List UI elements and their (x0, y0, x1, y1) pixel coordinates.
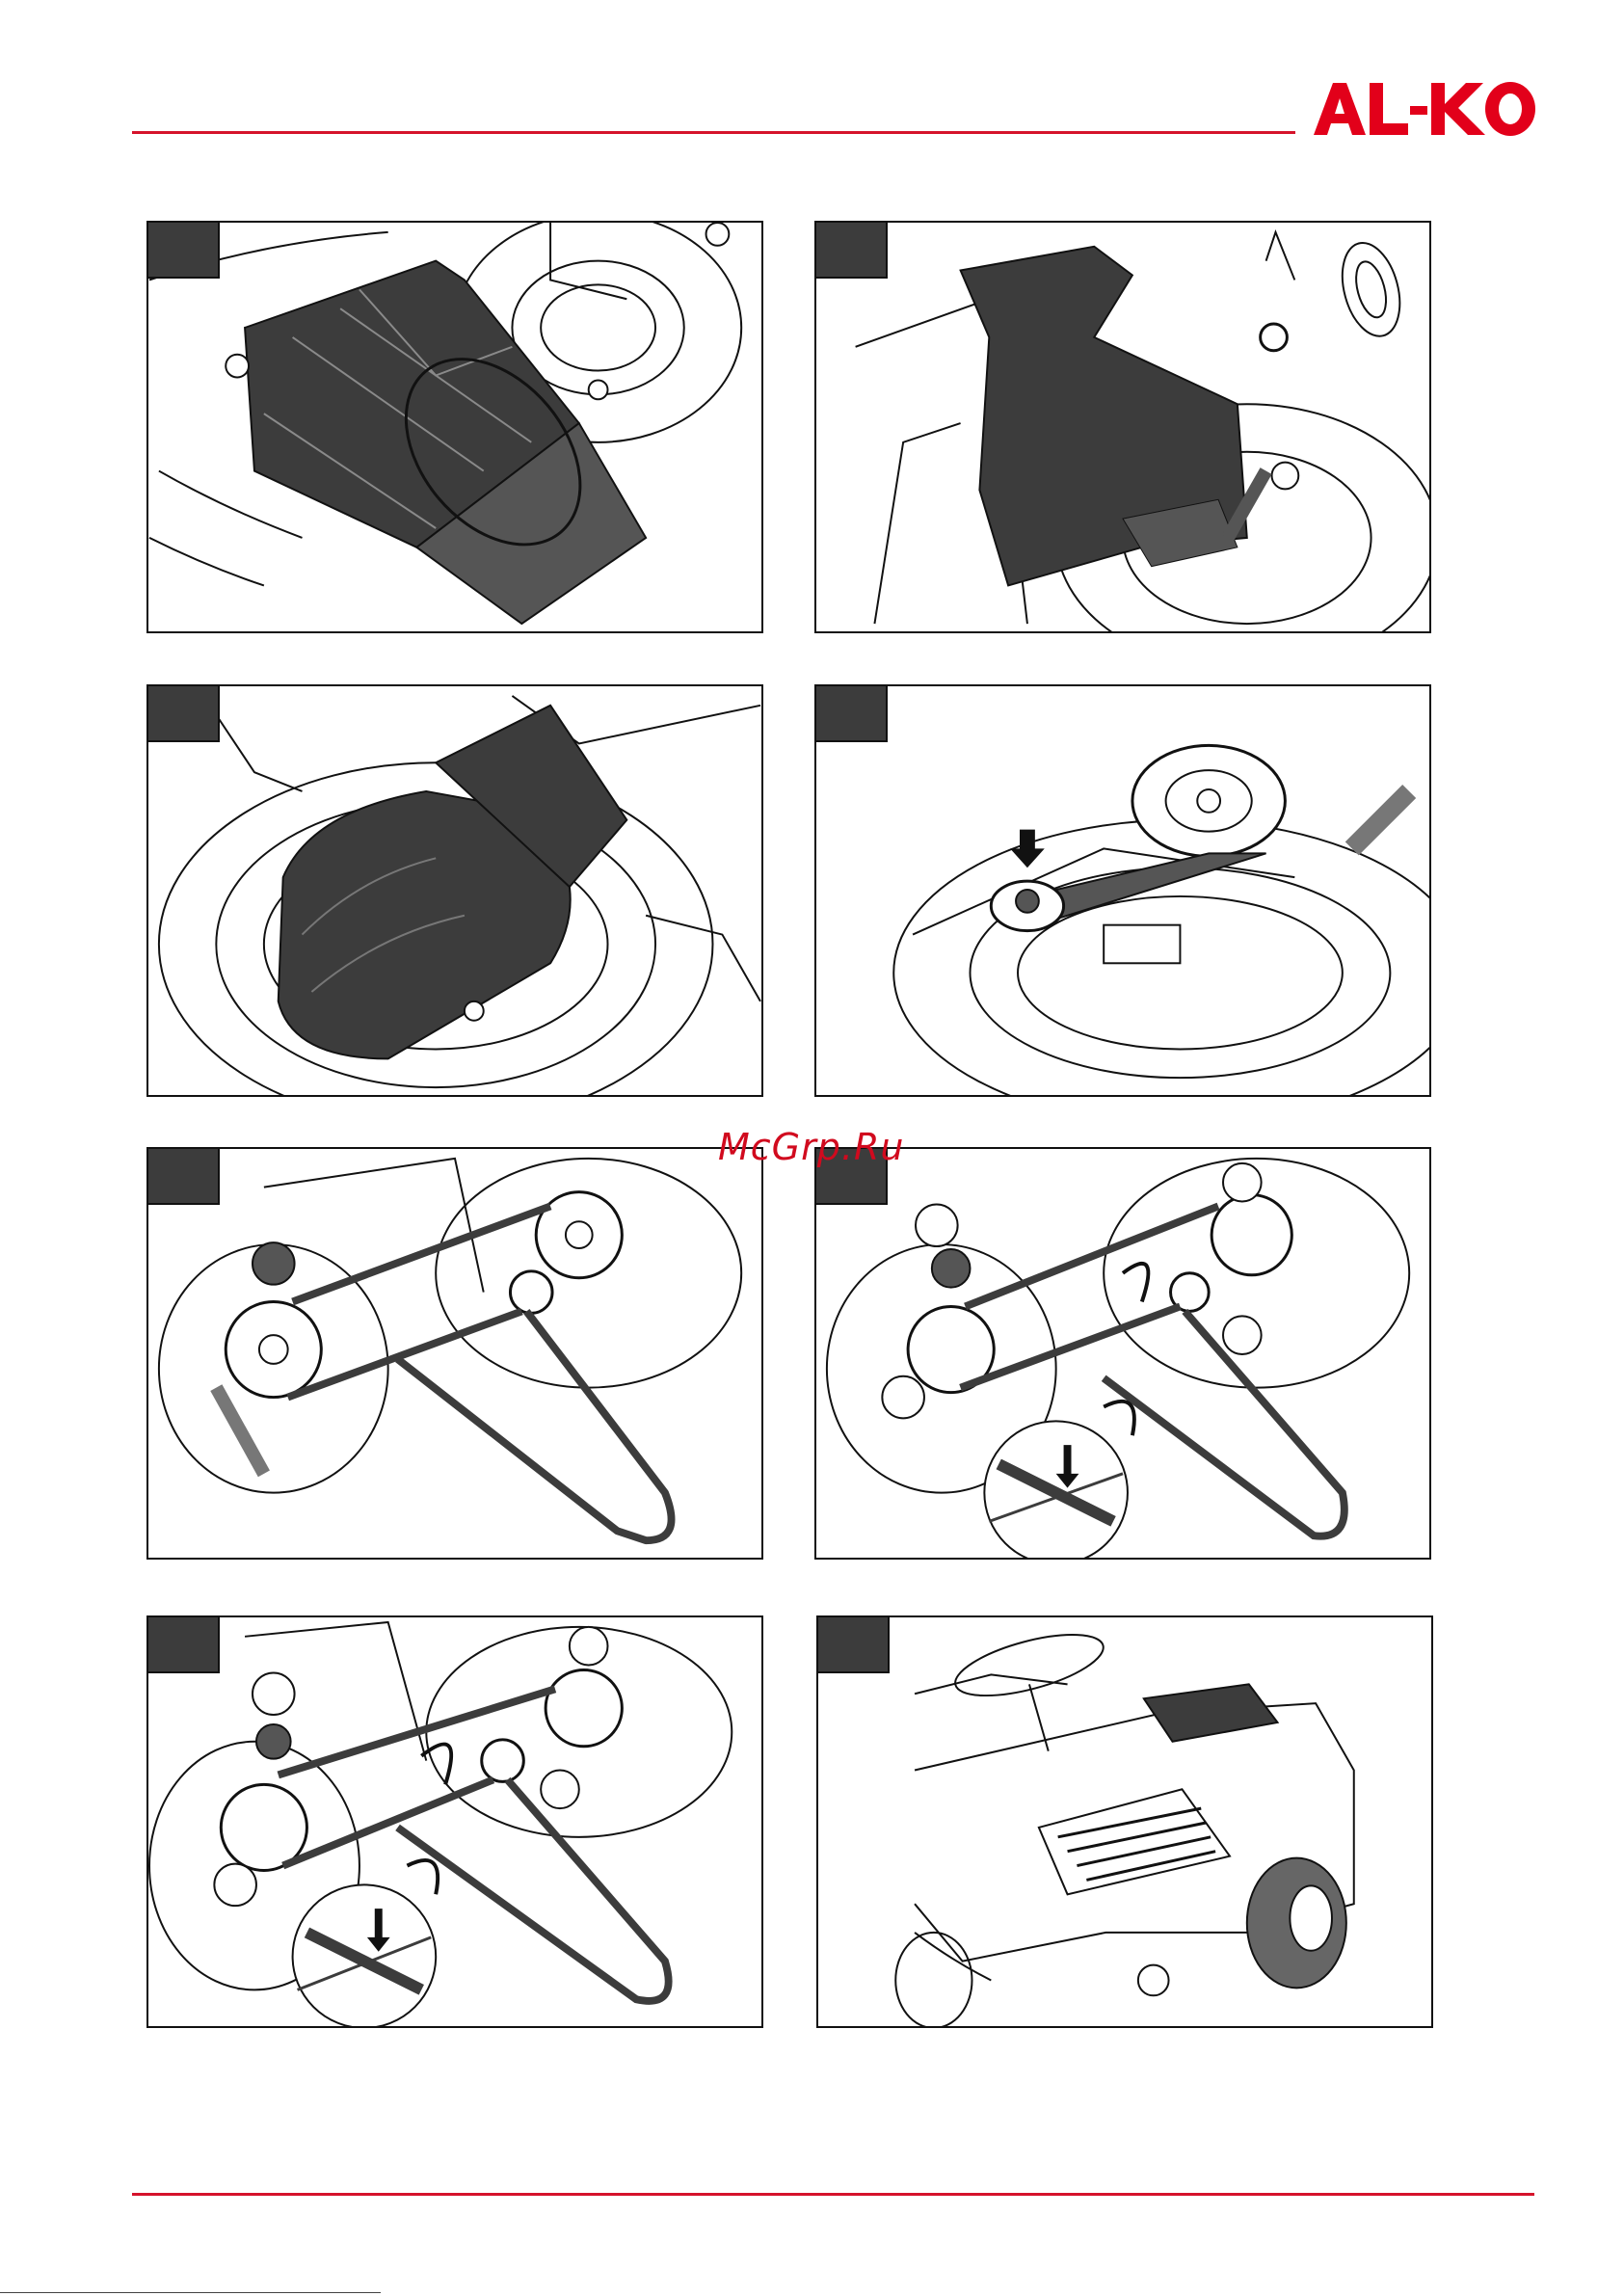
figure-6 (814, 1147, 1431, 1560)
figure-8-number-tab (818, 1617, 890, 1673)
footer-hairline (0, 2292, 381, 2293)
figure-8-illustration (818, 1617, 1431, 2026)
figure-3 (146, 684, 763, 1097)
figure-4 (814, 684, 1431, 1097)
figure-4-number-tab (816, 686, 888, 742)
figure-7-number-tab (148, 1617, 220, 1673)
figure-5 (146, 1147, 763, 1560)
figure-5-number-tab (148, 1149, 220, 1205)
alko-logo (1314, 79, 1535, 137)
header-rule (132, 131, 1295, 134)
figure-1-illustration (148, 223, 761, 631)
figure-3-number-tab (148, 686, 220, 742)
figure-3-illustration (148, 686, 761, 1095)
figure-4-illustration (816, 686, 1429, 1095)
figure-7 (146, 1615, 763, 2028)
figure-1-number-tab (148, 223, 220, 279)
figure-8 (816, 1615, 1433, 2028)
figure-7-illustration (148, 1617, 761, 2026)
figure-6-illustration (816, 1149, 1429, 1558)
figure-5-illustration (148, 1149, 761, 1558)
figure-1 (146, 221, 763, 633)
figure-2 (814, 221, 1431, 633)
footer-rule (132, 2193, 1534, 2196)
figure-2-number-tab (816, 223, 888, 279)
watermark-text: McGrp.Ru (718, 1126, 904, 1168)
figure-2-illustration (816, 223, 1429, 631)
